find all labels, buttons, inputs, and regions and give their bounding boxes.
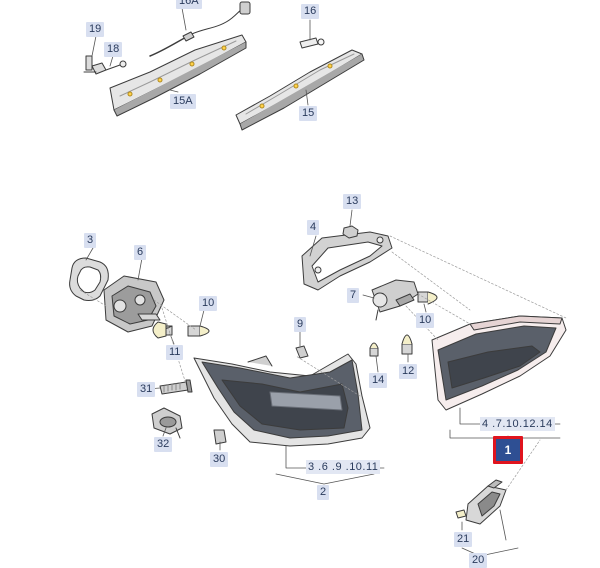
bulb-socket-7 <box>371 279 419 321</box>
callout-11[interactable]: 11 <box>166 345 184 360</box>
bulb-carrier-4 <box>301 231 393 291</box>
callout-21[interactable]: 21 <box>454 532 473 547</box>
callout-10-right[interactable]: 10 <box>416 313 435 328</box>
callout-6[interactable]: 6 <box>134 245 147 260</box>
clip-9 <box>295 345 309 359</box>
licence-plate-light-20 <box>465 479 507 525</box>
callout-12[interactable]: 12 <box>399 364 418 379</box>
callout-16a[interactable]: 16A <box>176 0 202 9</box>
bulb-14 <box>369 342 379 357</box>
bulb-21 <box>455 509 467 519</box>
callout-2[interactable]: 2 <box>317 485 330 500</box>
callout-10-left[interactable]: 10 <box>199 296 218 311</box>
bulb-11 <box>152 321 173 339</box>
gasket-3 <box>69 257 109 301</box>
callout-13[interactable]: 13 <box>343 194 362 209</box>
callout-7[interactable]: 7 <box>347 288 360 303</box>
callout-18[interactable]: 18 <box>104 42 123 57</box>
nut-30 <box>213 429 227 445</box>
range-label-inner-lamp: 4 .7.10.12.14 <box>480 417 555 431</box>
bulb-16 <box>299 37 325 49</box>
callout-32[interactable]: 32 <box>154 437 173 452</box>
screw-31 <box>159 379 193 395</box>
callout-14[interactable]: 14 <box>369 373 388 388</box>
outer-tail-lamp-2 <box>193 353 371 447</box>
inner-tail-lamp-1 <box>431 315 567 411</box>
bulb-holder-6 <box>103 275 165 333</box>
wiring-harness-16a <box>149 1 251 57</box>
bulb-10-right <box>417 291 438 305</box>
callout-3[interactable]: 3 <box>84 233 97 248</box>
adjuster-32 <box>151 407 183 439</box>
callout-15a[interactable]: 15A <box>170 94 196 109</box>
callout-30[interactable]: 30 <box>210 452 229 467</box>
callout-20[interactable]: 20 <box>469 553 488 568</box>
callout-15[interactable]: 15 <box>299 106 318 121</box>
callout-31[interactable]: 31 <box>137 382 156 397</box>
callout-16[interactable]: 16 <box>301 4 320 19</box>
range-label-outer-lamp: 3 .6 .9 .10.11 <box>306 460 381 474</box>
bulb-holder-18 <box>91 60 127 75</box>
callout-4[interactable]: 4 <box>307 220 320 235</box>
callout-1-selected[interactable]: 1 <box>493 436 523 464</box>
third-brake-light-15a <box>109 34 247 117</box>
clip-19 <box>83 55 97 73</box>
lamp-strip-15 <box>235 49 365 131</box>
nut-13 <box>342 225 359 239</box>
callout-19[interactable]: 19 <box>86 22 105 37</box>
bulb-12 <box>401 334 413 355</box>
bulb-10-left <box>187 325 210 337</box>
callout-9[interactable]: 9 <box>294 317 307 332</box>
